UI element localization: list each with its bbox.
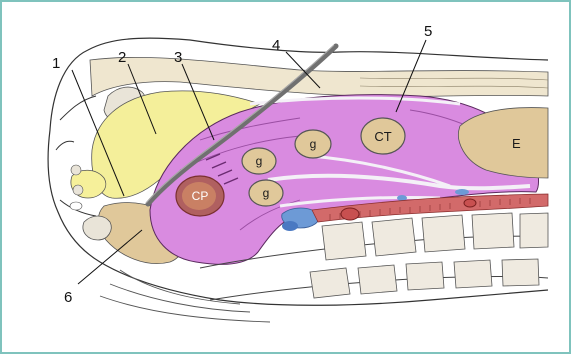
label-g-1: g bbox=[310, 137, 317, 151]
label-5: 5 bbox=[424, 23, 432, 40]
small-bone-1 bbox=[71, 165, 81, 175]
artery-ring-2 bbox=[464, 199, 476, 207]
lower-curves bbox=[100, 270, 270, 322]
vertebrae bbox=[310, 213, 548, 298]
label-6: 6 bbox=[64, 289, 72, 306]
label-g-2: g bbox=[256, 154, 263, 168]
vertebra-low-2 bbox=[358, 265, 397, 294]
label-3: 3 bbox=[174, 49, 182, 66]
vertebra-1 bbox=[322, 222, 366, 260]
label-4: 4 bbox=[272, 37, 280, 54]
blue-vessel-3 bbox=[455, 189, 469, 195]
small-bone-3 bbox=[70, 202, 82, 210]
label-ct: CT bbox=[374, 129, 391, 144]
label-1: 1 bbox=[52, 55, 60, 72]
blue-vessel-2 bbox=[282, 221, 298, 231]
label-g-3: g bbox=[263, 186, 270, 200]
small-bone-2 bbox=[73, 185, 83, 195]
label-e: E bbox=[512, 136, 521, 151]
vertebra-low-5 bbox=[502, 259, 539, 286]
vertebra-low-3 bbox=[406, 262, 444, 290]
artery-ring-1 bbox=[341, 208, 359, 220]
vertebra-3 bbox=[422, 215, 465, 252]
label-2: 2 bbox=[118, 49, 126, 66]
vertebra-low-4 bbox=[454, 260, 492, 288]
vertebra-4 bbox=[472, 213, 514, 249]
vertebra-low-1 bbox=[310, 268, 350, 298]
lower-bone-block bbox=[83, 216, 111, 240]
vertebra-5 bbox=[520, 213, 548, 248]
label-cp: CP bbox=[192, 189, 209, 203]
vertebra-2 bbox=[372, 218, 416, 256]
